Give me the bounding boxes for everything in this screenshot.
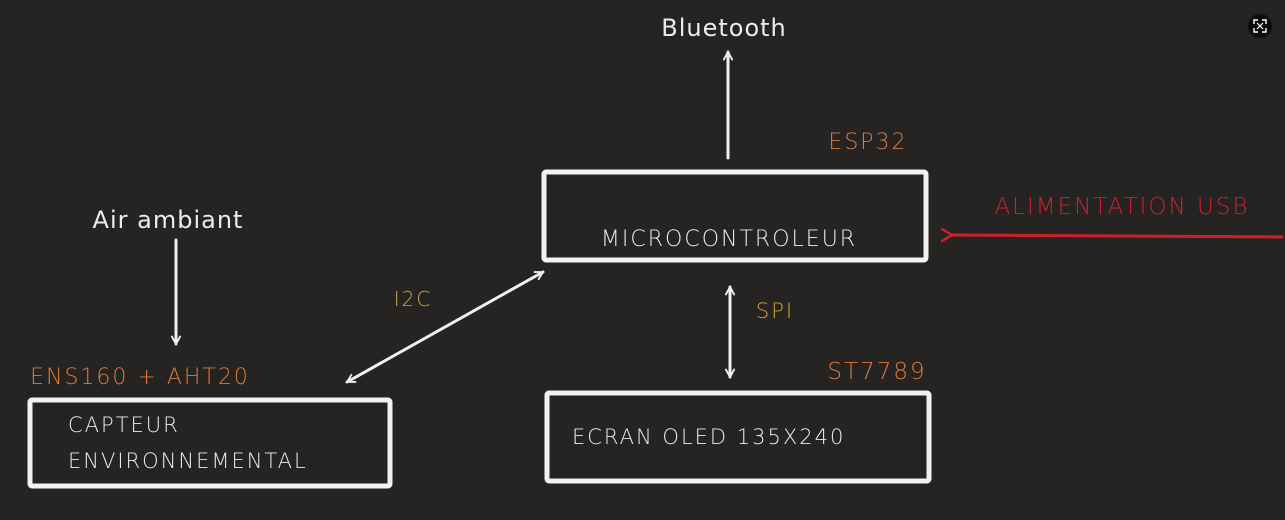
ens160-label: ENS160 + AHT20 [30, 365, 250, 390]
i2c-arrow [345, 270, 545, 384]
bluetooth-label: Bluetooth [661, 14, 787, 42]
air-ambiant-label: Air ambiant [93, 206, 244, 234]
alimentation-arrow [952, 235, 1284, 237]
st7789-label: ST7789 [827, 359, 926, 385]
fullscreen-button[interactable] [1248, 14, 1272, 38]
ecran-label: ECRAN OLED 135X240 [572, 425, 845, 449]
capteur-label-line1: CAPTEUR [68, 413, 180, 437]
microcontroleur-box [541, 169, 929, 263]
alimentation-label: ALIMENTATION USB [994, 194, 1249, 220]
microcontroleur-label: MICROCONTROLEUR [601, 227, 857, 252]
spi-label: SPI [756, 299, 794, 323]
ecran-box [544, 390, 932, 484]
capteur-label-line2: ENVIRONNEMENTAL [68, 449, 308, 473]
capteur-box [27, 397, 393, 489]
i2c-label: I2C [394, 287, 433, 311]
esp32-label: ESP32 [828, 130, 907, 155]
expand-icon [1253, 19, 1267, 33]
